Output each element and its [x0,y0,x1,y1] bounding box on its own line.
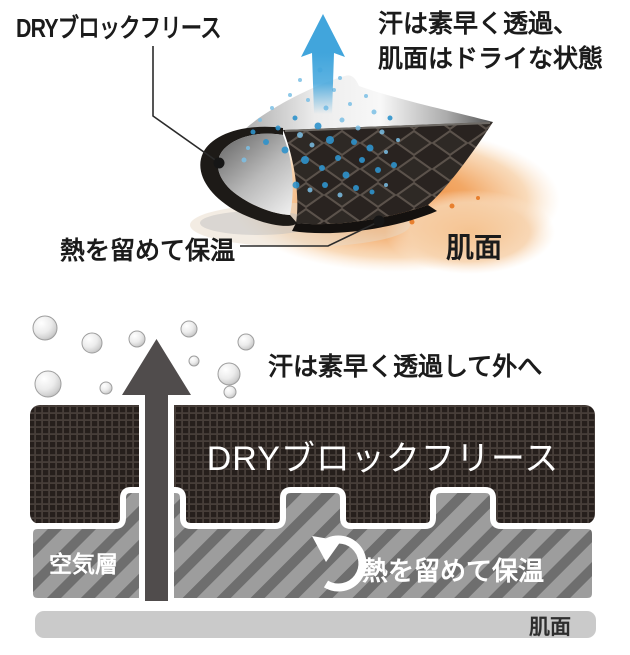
leader-dot-heat [373,215,385,227]
vapour-spray [241,67,400,198]
skin-bar [35,611,596,638]
cross-section-diagram [27,315,598,638]
fabric-name-label: DRYブロックフリース [16,13,222,43]
fabric-bottom-edge [292,205,437,234]
sweat-permeation-caption: 汗は素早く透過、 肌面はドライな状態 [378,7,603,77]
heat-retention-label-bottom: 熱を留めて保温 [362,556,545,586]
rotation-arrow-icon [312,535,367,592]
sweat-caption-line1: 汗は素早く透過、 [378,10,579,38]
sweat-outflow-caption: 汗は素早く透過して外へ [268,353,543,381]
leader-dot-fabric [213,157,225,169]
air-layer-label: 空気層 [49,551,118,577]
heat-retention-label: 熱を留めて保温 [60,237,236,265]
skin-side-label-bottom: 肌面 [529,616,571,639]
moisture-bubbles [32,315,255,399]
fabric-roll-inside [217,133,293,215]
fabric-illustration [152,14,560,274]
fabric-top-surface [243,75,493,131]
sweat-arrow-icon [301,14,345,114]
fabric-quilted-underside [283,122,493,225]
leader-lines-top [152,46,379,247]
steam-arrow-icon [122,339,191,601]
quilt-top-edge-highlight [284,122,491,132]
fleece-block-label: DRYブロックフリース [206,440,560,478]
fabric-roll-edge [200,126,297,226]
sweat-caption-line2: 肌面はドライな状態 [378,45,604,73]
skin-side-label: 肌面 [446,232,503,263]
